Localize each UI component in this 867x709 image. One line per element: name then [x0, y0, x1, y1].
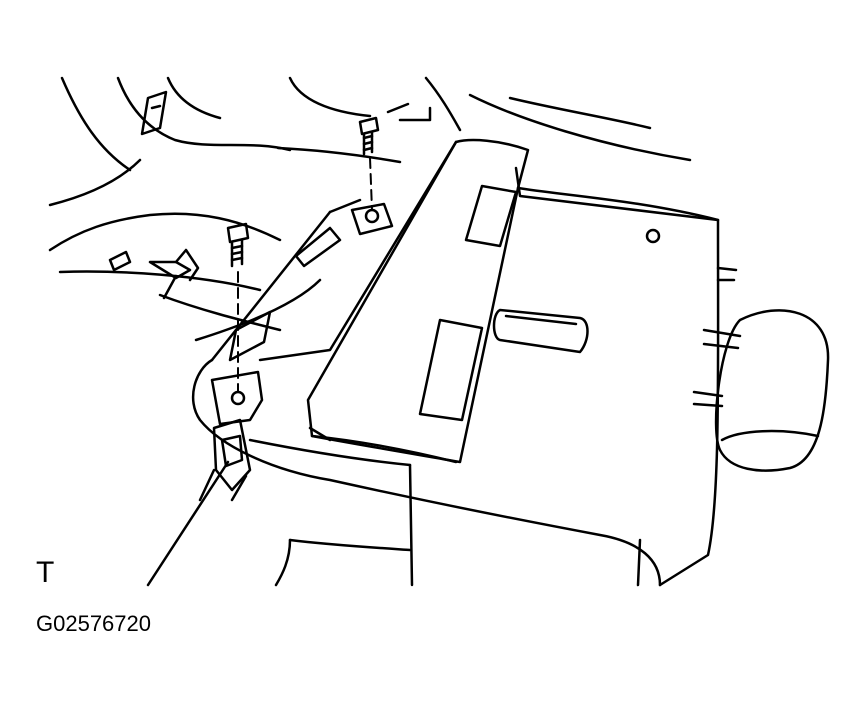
- vehicle-floor-lines: [48, 76, 692, 332]
- figure-id-label: G02576720: [36, 611, 151, 636]
- floor-anchor: [108, 248, 200, 300]
- seat-back: [258, 138, 720, 464]
- view-letter-label: T: [36, 556, 55, 589]
- bolt-upper: [358, 116, 380, 156]
- headrest: [692, 266, 830, 472]
- bolt-alignment-lines: [237, 157, 373, 393]
- seat-cushion: [191, 166, 720, 587]
- bolt-lower: [226, 222, 250, 268]
- belt-buckle-left: [140, 90, 168, 136]
- seat-rail: [146, 226, 342, 587]
